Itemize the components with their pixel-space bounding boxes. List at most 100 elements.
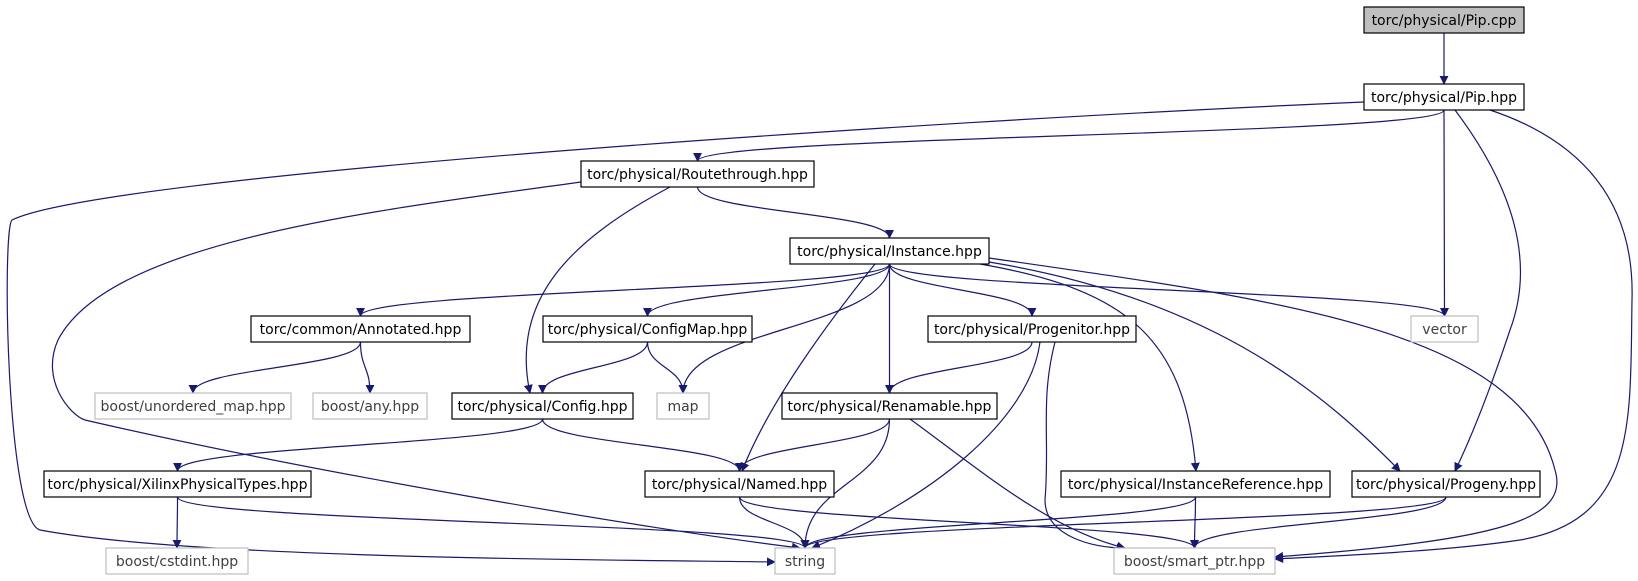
edge-line xyxy=(1190,496,1200,549)
node-label: torc/physical/Pip.hpp xyxy=(1371,90,1517,106)
node-label: torc/physical/XilinxPhysicalTypes.hpp xyxy=(48,477,308,493)
node-box xyxy=(1363,83,1525,111)
edge-line xyxy=(888,263,1037,317)
edge-line xyxy=(523,186,671,394)
node-string: string xyxy=(774,547,836,575)
node-vector: vector xyxy=(1410,315,1479,343)
edge-line xyxy=(740,263,876,472)
edge-line xyxy=(735,418,891,472)
edge-pip_hpp-to-routethrough xyxy=(693,109,1445,162)
node-box xyxy=(542,315,753,343)
node-configmap[interactable]: torc/physical/ConfigMap.hpp xyxy=(542,315,753,343)
edge-pip_hpp-to-progeny xyxy=(1454,109,1521,472)
node-annotated[interactable]: torc/common/Annotated.hpp xyxy=(250,315,471,343)
edge-progenitor-to-smart_ptr xyxy=(1044,341,1126,553)
node-label: map xyxy=(667,399,698,415)
edge-line xyxy=(738,496,1199,549)
node-label: vector xyxy=(1422,322,1467,338)
node-xilinxtypes[interactable]: torc/physical/XilinxPhysicalTypes.hpp xyxy=(43,470,312,498)
edge-routethrough-to-instance xyxy=(696,186,894,239)
edge-annotated-to-unordered_map xyxy=(188,341,362,394)
node-pip-cpp[interactable]: torc/physical/Pip.cpp xyxy=(1363,6,1525,34)
edges xyxy=(6,33,1633,567)
node-label: string xyxy=(785,554,825,570)
edge-xilinxtypes-to-cstdint xyxy=(172,496,182,549)
edge-line xyxy=(646,341,688,394)
edge-renamable-to-string xyxy=(800,418,891,549)
node-label: torc/physical/Progeny.hpp xyxy=(1356,477,1536,493)
nodes: torc/physical/Pip.cpp torc/physical/Pip.h… xyxy=(43,6,1541,575)
edge-instance-to-annotated xyxy=(356,263,891,317)
edge-config-to-xilinxtypes xyxy=(173,418,544,472)
edge-instance-to-configmap xyxy=(643,263,891,317)
edge-instance-to-map xyxy=(678,263,891,394)
edge-instanceref-to-string xyxy=(800,496,1197,549)
edge-line xyxy=(1190,496,1447,549)
node-label: torc/physical/Config.hpp xyxy=(457,399,627,415)
edge-instance-to-vector xyxy=(888,263,1449,317)
node-config[interactable]: torc/physical/Config.hpp xyxy=(451,392,634,420)
edge-configmap-to-map xyxy=(646,341,688,394)
node-box xyxy=(1060,470,1331,498)
edge-pip_hpp-to-smart_ptr xyxy=(1274,109,1633,564)
edge-named-to-smart_ptr xyxy=(738,496,1199,549)
edge-line xyxy=(678,263,891,394)
edge-progenitor-to-string xyxy=(811,341,1041,550)
edge-line xyxy=(172,496,182,549)
node-renamable[interactable]: torc/physical/Renamable.hpp xyxy=(781,392,998,420)
edge-line xyxy=(359,341,375,394)
node-label: boost/unordered_map.hpp xyxy=(101,399,286,415)
edge-progeny-to-string xyxy=(800,496,1447,549)
edge-line xyxy=(800,496,1447,549)
edge-routethrough-to-config xyxy=(523,186,671,394)
edge-line xyxy=(538,341,649,394)
edge-line xyxy=(738,496,810,549)
node-smart-ptr: boost/smart_ptr.hpp xyxy=(1113,547,1276,575)
edge-xilinxtypes-to-string xyxy=(176,496,810,549)
node-box xyxy=(1410,315,1479,343)
node-box xyxy=(94,392,292,420)
node-label: torc/physical/Renamable.hpp xyxy=(788,399,992,415)
edge-pip_hpp-to-string xyxy=(6,101,1365,567)
edge-instance-to-progenitor xyxy=(888,263,1037,317)
edge-progenitor-to-renamable xyxy=(885,341,1033,394)
node-label: boost/smart_ptr.hpp xyxy=(1124,554,1265,570)
edge-line xyxy=(979,263,1200,472)
edge-instance-to-named xyxy=(740,263,876,472)
node-label: boost/cstdint.hpp xyxy=(116,554,238,570)
edge-configmap-to-config xyxy=(538,341,649,394)
edge-line xyxy=(988,261,1401,472)
node-progeny[interactable]: torc/physical/Progeny.hpp xyxy=(1351,470,1541,498)
edge-line xyxy=(173,418,544,472)
node-box xyxy=(250,315,471,343)
edge-instance-to-instanceref xyxy=(979,263,1200,472)
node-named[interactable]: torc/physical/Named.hpp xyxy=(644,470,835,498)
node-boost-any: boost/any.hpp xyxy=(312,392,428,420)
node-progenitor[interactable]: torc/physical/Progenitor.hpp xyxy=(927,315,1137,343)
node-box xyxy=(1351,470,1541,498)
node-box xyxy=(774,547,836,575)
edge-instanceref-to-smart_ptr xyxy=(1190,496,1200,549)
node-instanceref[interactable]: torc/physical/InstanceReference.hpp xyxy=(1060,470,1331,498)
edge-named-to-string xyxy=(738,496,810,549)
node-pip-hpp[interactable]: torc/physical/Pip.hpp xyxy=(1363,83,1525,111)
node-label: torc/physical/Routethrough.hpp xyxy=(587,167,808,183)
edge-pip_hpp-to-vector xyxy=(1439,109,1449,317)
node-routethrough[interactable]: torc/physical/Routethrough.hpp xyxy=(580,160,815,188)
edge-config-to-named xyxy=(541,418,744,472)
node-box xyxy=(43,470,312,498)
node-instance[interactable]: torc/physical/Instance.hpp xyxy=(789,237,990,265)
edge-line xyxy=(1439,109,1449,317)
edge-renamable-to-smart_ptr xyxy=(909,418,1126,551)
edge-line xyxy=(541,418,744,472)
edge-line xyxy=(643,263,891,317)
edge-line xyxy=(988,257,1558,561)
node-label: torc/physical/Progenitor.hpp xyxy=(934,322,1130,338)
node-box xyxy=(781,392,998,420)
node-label: torc/physical/Named.hpp xyxy=(652,477,827,493)
edge-line xyxy=(51,181,801,552)
edge-line xyxy=(6,101,1365,567)
node-unordered-map: boost/unordered_map.hpp xyxy=(94,392,292,420)
node-label: torc/physical/ConfigMap.hpp xyxy=(548,322,748,338)
